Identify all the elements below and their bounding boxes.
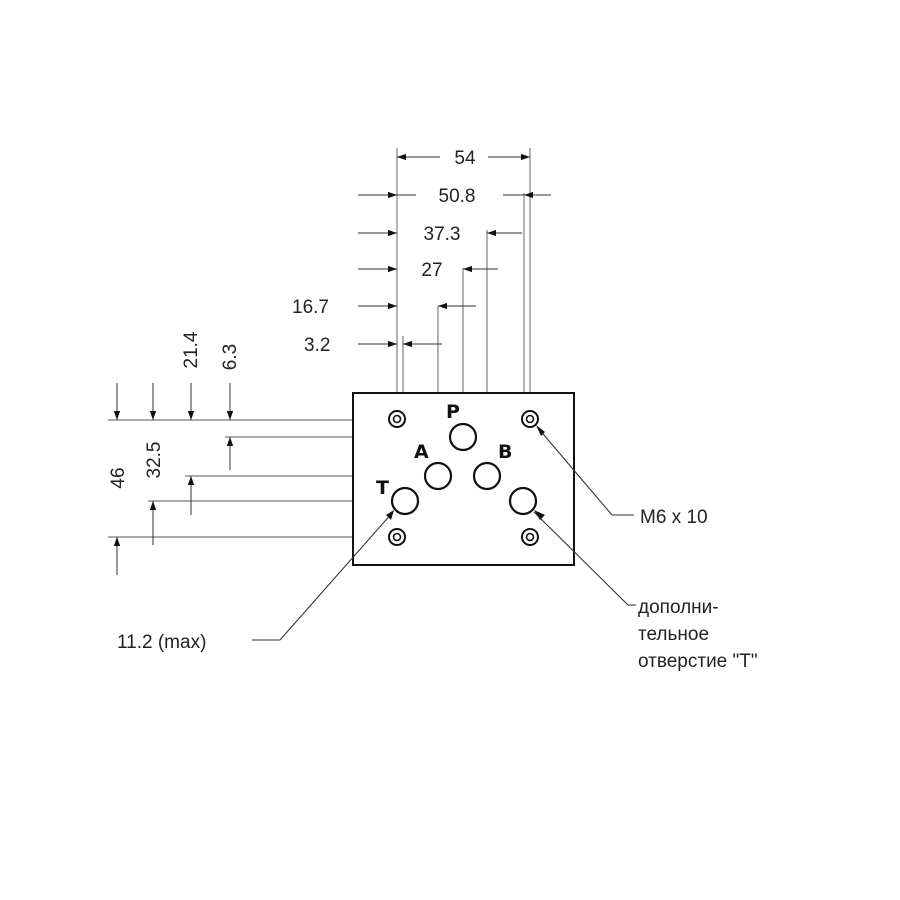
screw-hole-bottom-left: [388, 528, 406, 546]
dim-32-5: 32.5: [144, 383, 165, 545]
dim-54: 54: [397, 148, 530, 169]
callout-extra-t-line1: дополни-: [638, 597, 719, 618]
dim-16-7: 16.7: [292, 297, 476, 318]
callout-extra-t-line2: тельное: [638, 624, 709, 645]
dim-37-3: 37.3: [358, 224, 522, 245]
dim-6-3: 6.3: [220, 344, 241, 470]
port-p-label: P: [446, 401, 460, 423]
dim-54-label: 54: [454, 148, 476, 169]
callout-extra-t-line3: отверстие "T": [638, 651, 758, 672]
callout-extra-t: дополни- тельное отверстие "T": [533, 510, 758, 672]
port-a-label: A: [414, 441, 429, 463]
dim-3-2: 3.2: [304, 335, 442, 356]
dim-50-8: 50.8: [358, 186, 551, 207]
callout-t-port-size-label: 11.2 (max): [117, 632, 206, 653]
port-p-hole: [448, 422, 478, 452]
screw-hole-bottom-right: [521, 528, 539, 546]
dim-6-3-label: 6.3: [220, 344, 241, 370]
dim-21-4-label: 21.4: [181, 331, 202, 368]
port-t-hole: [390, 486, 420, 516]
dim-46: 46: [108, 383, 129, 575]
dim-27-label: 27: [421, 260, 442, 281]
callout-screw-label: M6 x 10: [640, 507, 708, 528]
callout-screw: M6 x 10: [536, 425, 708, 528]
callout-t-port-size: 11.2 (max): [117, 510, 394, 653]
dim-50-8-label: 50.8: [439, 186, 476, 207]
screw-hole-top-left: [388, 410, 406, 428]
dim-27: 27: [358, 260, 498, 281]
dim-46-label: 46: [108, 467, 129, 488]
port-b-label: B: [498, 441, 512, 463]
screw-hole-top-right: [521, 410, 539, 428]
dim-32-5-label: 32.5: [144, 442, 165, 479]
dim-16-7-label: 16.7: [292, 297, 329, 318]
dim-37-3-label: 37.3: [424, 224, 461, 245]
port-b-hole: [472, 461, 502, 491]
dim-21-4: 21.4: [181, 331, 202, 515]
dim-3-2-label: 3.2: [304, 335, 330, 356]
port-a-hole: [423, 461, 453, 491]
port-t-extra-hole: [508, 486, 538, 516]
port-t-label: T: [376, 477, 389, 499]
